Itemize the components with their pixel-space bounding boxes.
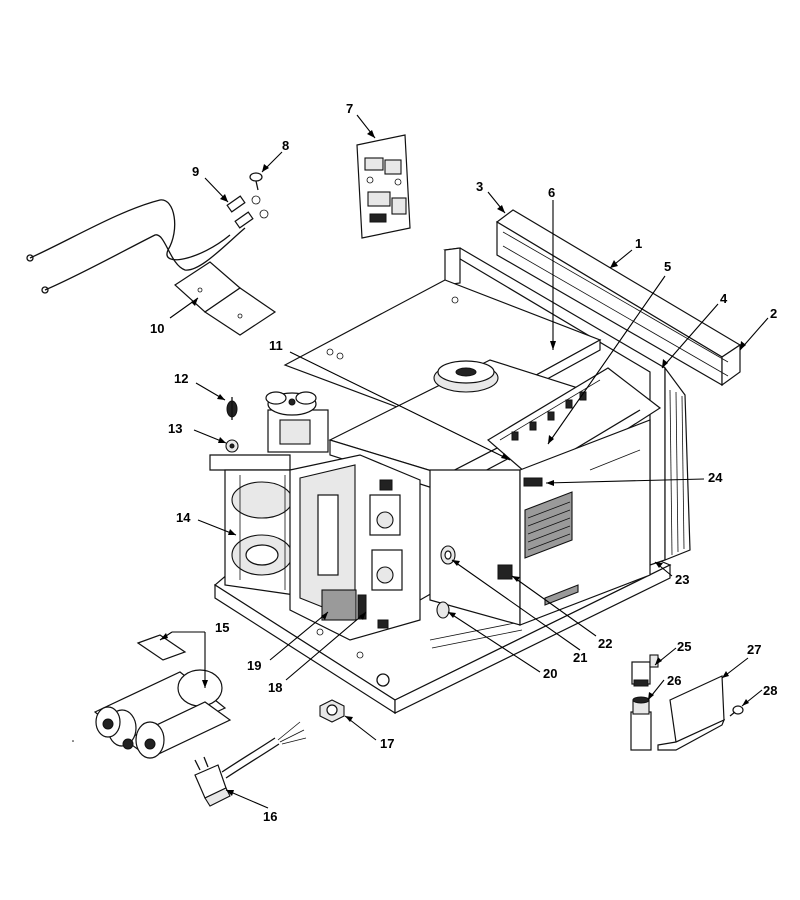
arrow-14 xyxy=(228,529,236,535)
plate-27 xyxy=(657,675,726,751)
callout-13: 13 xyxy=(168,421,182,436)
callout-1: 1 xyxy=(635,236,642,251)
leader-19 xyxy=(269,611,329,661)
leader-18 xyxy=(285,611,367,681)
capacitor-front xyxy=(95,701,232,759)
screw-8 xyxy=(249,172,263,191)
callout-7: 7 xyxy=(346,101,353,116)
arrow-21 xyxy=(452,560,460,566)
stray-dot xyxy=(72,740,74,742)
callout-22: 22 xyxy=(598,636,612,651)
arrow-18 xyxy=(359,612,366,620)
leader-24 xyxy=(545,478,705,484)
arrow-25 xyxy=(655,657,662,665)
capacitors-15 xyxy=(93,634,232,759)
arrow-7 xyxy=(367,130,375,138)
callout-4: 4 xyxy=(720,291,728,306)
part-7-board xyxy=(356,134,411,239)
callout-24: 24 xyxy=(708,470,723,485)
leader-22 xyxy=(511,575,597,637)
arrow-3 xyxy=(497,205,505,213)
callout-9: 9 xyxy=(192,164,199,179)
callout-14: 14 xyxy=(176,510,191,525)
callout-19: 19 xyxy=(247,658,261,673)
bushing-17 xyxy=(319,699,345,723)
arrow-28 xyxy=(742,699,749,706)
arrow-23 xyxy=(655,562,663,568)
sensor-26 xyxy=(630,696,652,751)
callout-25: 25 xyxy=(677,639,691,654)
bracket-10 xyxy=(174,261,277,336)
callout-labels: 1 2 3 4 5 6 7 8 9 10 11 12 13 14 15 16 1… xyxy=(150,101,777,824)
callout-3: 3 xyxy=(476,179,483,194)
wire-harness-9 xyxy=(26,195,269,294)
vent-grille xyxy=(524,491,573,559)
callout-28: 28 xyxy=(763,683,777,698)
arrow-5 xyxy=(548,435,554,444)
callout-5: 5 xyxy=(664,259,671,274)
callout-18: 18 xyxy=(268,680,282,695)
grommet-20 xyxy=(436,601,450,619)
thermal-fuse-12 xyxy=(226,397,238,420)
arrow-27 xyxy=(722,671,729,678)
arrowheads xyxy=(160,130,749,796)
leader-5 xyxy=(547,275,666,445)
switch-25 xyxy=(631,654,659,687)
arrow-19 xyxy=(321,612,328,620)
component-13 xyxy=(225,439,239,453)
arrow-15b xyxy=(160,633,168,640)
callout-6: 6 xyxy=(548,185,555,200)
rear-panel xyxy=(443,247,691,566)
stirrer-motor xyxy=(433,360,499,393)
arrow-8 xyxy=(262,164,269,172)
leader-21 xyxy=(451,559,581,651)
transformer-assembly xyxy=(209,454,296,596)
callout-10: 10 xyxy=(150,321,164,336)
callout-2: 2 xyxy=(770,306,777,321)
callout-26: 26 xyxy=(667,673,681,688)
callout-16: 16 xyxy=(263,809,277,824)
arrow-4 xyxy=(662,359,668,368)
leader-11 xyxy=(289,351,511,461)
arrow-2 xyxy=(740,341,746,350)
callout-15: 15 xyxy=(215,620,229,635)
arrow-11 xyxy=(501,453,510,460)
arrow-15 xyxy=(202,680,208,688)
arrow-12 xyxy=(217,394,225,400)
arrow-24 xyxy=(546,480,554,486)
leader-4 xyxy=(661,303,719,369)
callout-8: 8 xyxy=(282,138,289,153)
arrow-26 xyxy=(648,692,654,700)
callout-12: 12 xyxy=(174,371,188,386)
callout-23: 23 xyxy=(675,572,689,587)
arrow-20 xyxy=(448,612,456,618)
callout-21: 21 xyxy=(573,650,587,665)
arrow-17 xyxy=(345,716,353,722)
connector-24 xyxy=(523,477,543,487)
screw-28 xyxy=(729,705,744,717)
power-cord-16 xyxy=(194,721,307,807)
leader-20 xyxy=(447,611,541,673)
callout-17: 17 xyxy=(380,736,394,751)
arrow-6 xyxy=(550,341,556,350)
callout-20: 20 xyxy=(543,666,557,681)
arrow-10 xyxy=(191,298,198,306)
cooling-fan xyxy=(265,391,329,453)
callout-11: 11 xyxy=(269,338,283,353)
arrow-9 xyxy=(220,194,228,202)
latch-bracket-assembly xyxy=(289,454,421,641)
callout-27: 27 xyxy=(747,642,761,657)
arrow-1 xyxy=(610,260,618,268)
arrow-16 xyxy=(226,790,234,796)
arrow-13 xyxy=(218,437,226,443)
arrow-22 xyxy=(512,576,520,582)
oven-cavity xyxy=(429,419,651,626)
